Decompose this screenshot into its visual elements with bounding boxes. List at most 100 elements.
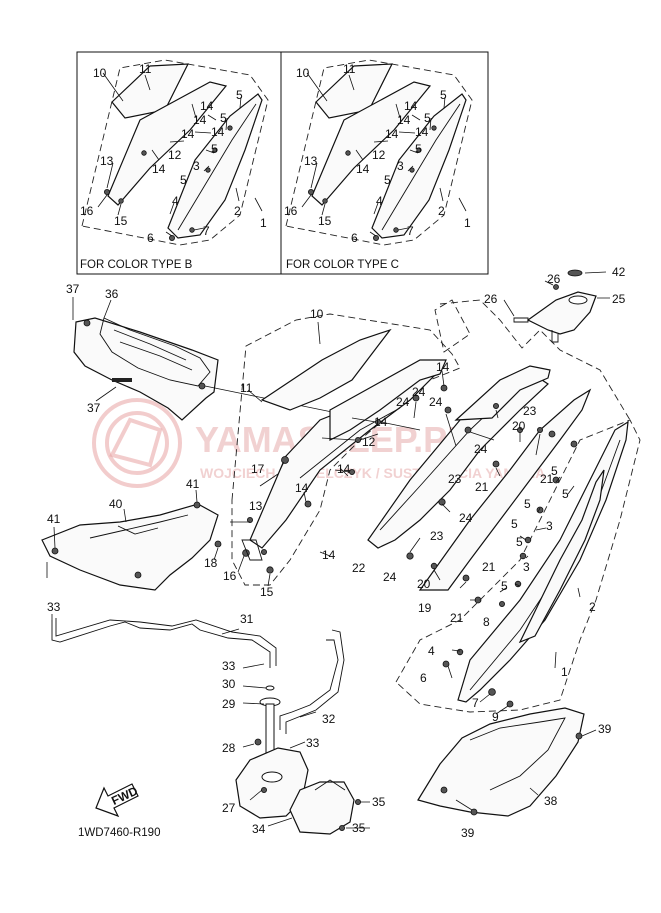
callout-9: 9 xyxy=(492,710,499,724)
callout-24: 24 xyxy=(383,570,397,584)
callout-16: 16 xyxy=(80,204,94,218)
callout-4: 4 xyxy=(428,644,435,658)
callout-5: 5 xyxy=(524,497,531,511)
callout-30: 30 xyxy=(222,677,236,691)
callout-5: 5 xyxy=(501,579,508,593)
callout-5: 5 xyxy=(440,88,447,102)
callout-21: 21 xyxy=(475,480,489,494)
callout-12: 12 xyxy=(362,435,376,449)
callout-6: 6 xyxy=(420,671,427,685)
callout-14: 14 xyxy=(211,125,225,139)
callout-32: 32 xyxy=(322,712,336,726)
callout-11: 11 xyxy=(343,62,356,76)
callout-6: 6 xyxy=(147,231,154,245)
callout-24: 24 xyxy=(412,385,426,399)
callout-2: 2 xyxy=(234,204,241,218)
callout-41: 41 xyxy=(47,512,61,526)
callout-17: 17 xyxy=(251,462,265,476)
callout-14: 14 xyxy=(356,162,370,176)
bracket-25 xyxy=(503,269,610,343)
callout-42: 42 xyxy=(612,265,626,279)
callout-3: 3 xyxy=(397,159,404,173)
callout-5: 5 xyxy=(384,173,391,187)
callout-24: 24 xyxy=(474,442,488,456)
callout-14: 14 xyxy=(322,548,336,562)
callout-7: 7 xyxy=(472,696,479,710)
side-cover-38 xyxy=(417,707,597,817)
callout-14: 14 xyxy=(385,127,399,141)
callout-10: 10 xyxy=(93,66,107,80)
callout-3: 3 xyxy=(523,560,530,574)
side-cover-36 xyxy=(72,297,421,431)
diagram-code: 1WD7460-R190 xyxy=(78,827,160,839)
callout-37: 37 xyxy=(66,282,80,296)
callout-22: 22 xyxy=(352,561,366,575)
callout-13: 13 xyxy=(249,499,263,513)
callout-20: 20 xyxy=(417,577,431,591)
callout-14: 14 xyxy=(436,360,450,374)
callout-14: 14 xyxy=(200,99,214,113)
callout-21: 21 xyxy=(450,611,464,625)
callout-14: 14 xyxy=(152,162,166,176)
callout-5: 5 xyxy=(415,142,422,156)
watermark-logo xyxy=(92,398,182,488)
callout-1: 1 xyxy=(561,665,568,679)
reservoir-assembly xyxy=(51,614,370,835)
callout-3: 3 xyxy=(546,519,553,533)
callout-35: 35 xyxy=(352,821,366,835)
callout-14: 14 xyxy=(404,99,418,113)
callout-5: 5 xyxy=(220,111,227,125)
callout-23: 23 xyxy=(430,529,444,543)
callout-38: 38 xyxy=(544,794,558,808)
callout-13: 13 xyxy=(304,154,318,168)
callout-37: 37 xyxy=(87,401,101,415)
callout-14: 14 xyxy=(415,125,429,139)
callout-27: 27 xyxy=(222,801,236,815)
callout-13: 13 xyxy=(100,154,114,168)
callout-29: 29 xyxy=(222,697,236,711)
callout-6: 6 xyxy=(351,231,358,245)
callout-40: 40 xyxy=(109,497,123,511)
callout-5: 5 xyxy=(180,173,187,187)
callout-7: 7 xyxy=(203,224,210,238)
callout-10: 10 xyxy=(296,66,310,80)
inset-color-type-b xyxy=(76,51,282,275)
callout-19: 19 xyxy=(418,601,432,615)
callout-26: 26 xyxy=(484,292,498,306)
callout-21: 21 xyxy=(482,560,496,574)
callout-36: 36 xyxy=(105,287,119,301)
callout-15: 15 xyxy=(114,214,128,228)
callout-23: 23 xyxy=(523,404,537,418)
callout-8: 8 xyxy=(483,615,490,629)
callout-5: 5 xyxy=(236,88,243,102)
callout-5: 5 xyxy=(551,464,558,478)
callout-5: 5 xyxy=(516,535,523,549)
callout-15: 15 xyxy=(260,585,274,599)
callout-21: 21 xyxy=(540,472,554,486)
inset-color-type-c xyxy=(280,51,489,275)
callout-14: 14 xyxy=(337,462,351,476)
callout-14: 14 xyxy=(374,415,388,429)
callout-39: 39 xyxy=(598,722,612,736)
callout-3: 3 xyxy=(193,159,200,173)
fwd-label: FWD xyxy=(109,784,140,808)
callout-18: 18 xyxy=(204,556,218,570)
callout-33: 33 xyxy=(306,736,320,750)
callout-39: 39 xyxy=(461,826,475,840)
callout-33: 33 xyxy=(222,659,236,673)
callout-20: 20 xyxy=(512,419,526,433)
callout-14: 14 xyxy=(181,127,195,141)
callout-1: 1 xyxy=(464,216,471,230)
callout-5: 5 xyxy=(562,487,569,501)
callout-26: 26 xyxy=(547,272,561,286)
callout-2: 2 xyxy=(438,204,445,218)
callout-4: 4 xyxy=(172,194,179,208)
callout-31: 31 xyxy=(240,612,254,626)
callout-34: 34 xyxy=(252,822,266,836)
callout-12: 12 xyxy=(168,148,182,162)
callout-24: 24 xyxy=(459,511,473,525)
callout-12: 12 xyxy=(372,148,386,162)
callout-11: 11 xyxy=(139,62,152,76)
callout-14: 14 xyxy=(193,113,207,127)
